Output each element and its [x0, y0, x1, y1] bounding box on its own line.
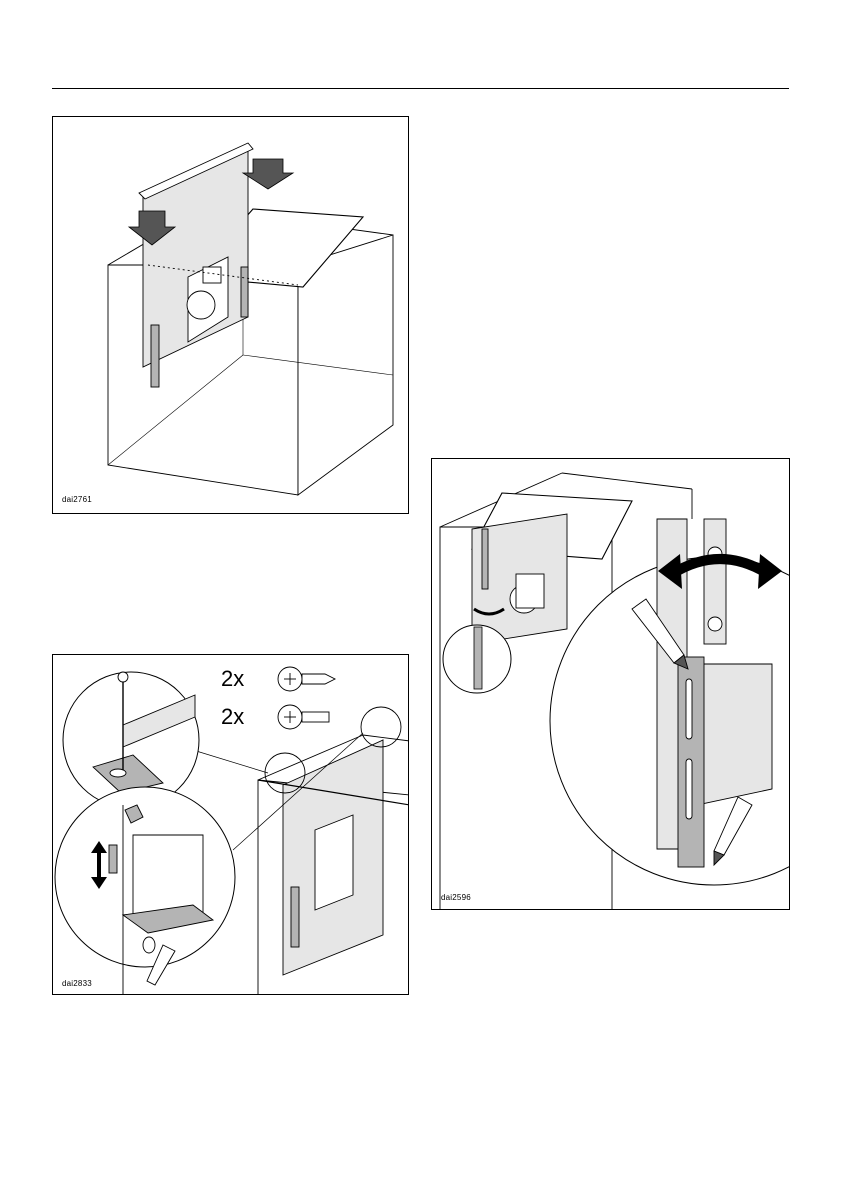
- figure-panel-insertion: dai2761: [52, 116, 409, 514]
- bracket-marking-illustration: [432, 459, 790, 910]
- panel-insertion-illustration: [53, 117, 409, 514]
- machine-screw-shank-icon: [302, 712, 329, 722]
- wood-screw-shank-icon: [302, 674, 335, 684]
- down-arrow-right-icon: [243, 159, 293, 189]
- right-bracket: [241, 267, 248, 317]
- screw-qty-1: 2x: [221, 668, 244, 690]
- screw-qty-2: 2x: [221, 706, 244, 728]
- figure-id: dai2761: [62, 495, 92, 504]
- screw-detail-icon: [143, 937, 155, 953]
- figure-fixing-screws: 2x 2x dai2833: [52, 654, 409, 995]
- figure-id: dai2596: [441, 893, 471, 902]
- figure-bracket-marking: dai2596: [431, 458, 790, 910]
- header-rule: [52, 88, 789, 89]
- left-bracket: [151, 325, 159, 387]
- figure-id: dai2833: [62, 979, 92, 988]
